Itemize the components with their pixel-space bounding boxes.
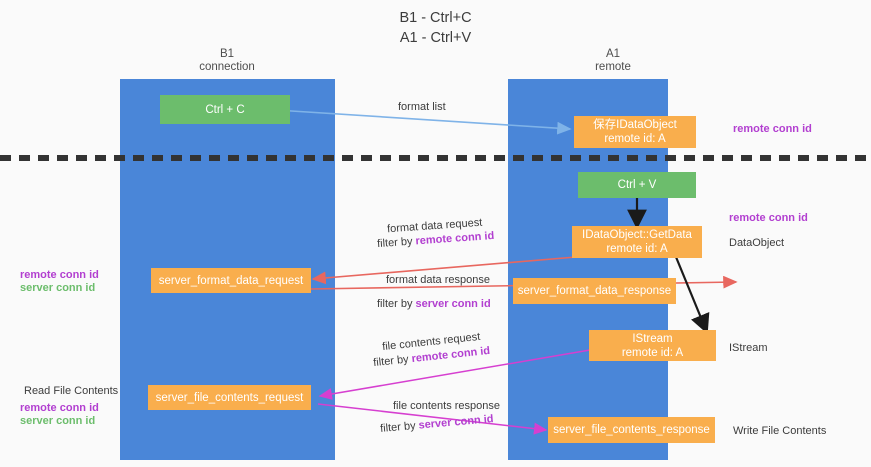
- filter-prefix-1: filter by: [376, 235, 416, 251]
- column-header-a1-subtitle: remote: [595, 61, 631, 73]
- annotation-left-server-conn-id-bottom: server conn id: [20, 415, 96, 427]
- box-ctrl-v-line1: Ctrl + V: [617, 179, 657, 191]
- annotation-left-remote-conn-id-mid: remote conn id: [20, 269, 99, 281]
- diagram-title-line-2: A1 - Ctrl+V: [399, 30, 472, 46]
- annotation-left-server-conn-id-mid: server conn id: [20, 282, 96, 294]
- box-ctrl-c-line1: Ctrl + C: [205, 103, 245, 116]
- box-save-idataobject-line1: 保存IDataObject: [593, 119, 677, 131]
- box-istream-line2: remote id: A: [621, 346, 684, 359]
- annotation-left-read-file-contents: Read File Contents: [24, 385, 119, 397]
- box-server-format-data-request-label: server_format_data_request: [158, 274, 304, 287]
- box-server-format-data-request[interactable]: server_format_data_request: [151, 268, 311, 293]
- column-header-a1-title: A1: [605, 48, 621, 60]
- box-save-idataobject[interactable]: 保存IDataObject remote id: A: [574, 116, 696, 148]
- box-idataobject-getdata-line1: IDataObject::GetData: [582, 229, 692, 241]
- edge-label-file-contents-response: file contents response: [393, 400, 501, 412]
- annotation-right-remote-conn-id-mid: remote conn id: [729, 212, 808, 224]
- annotation-right-remote-conn-id-top: remote conn id: [733, 123, 812, 135]
- box-ctrl-v[interactable]: Ctrl + V: [578, 172, 696, 198]
- edge-label-format-data-response-filter: filter by server conn id: [377, 297, 491, 311]
- box-server-format-data-response-label: server_format_data_response: [517, 285, 672, 297]
- column-header-b1-title: B1: [219, 48, 235, 60]
- box-istream[interactable]: IStream remote id: A: [589, 330, 716, 361]
- phase-divider: [0, 155, 871, 161]
- annotation-right-dataobject: DataObject: [729, 237, 785, 249]
- filter-prefix-2: filter by: [377, 298, 416, 310]
- box-ctrl-c[interactable]: Ctrl + C: [160, 95, 290, 124]
- column-header-b1: B1 connection: [152, 48, 302, 74]
- filter-key-server-conn-id-2: server conn id: [418, 413, 495, 432]
- box-server-file-contents-request[interactable]: server_file_contents_request: [148, 385, 311, 410]
- box-server-file-contents-response[interactable]: server_file_contents_response: [548, 417, 715, 443]
- filter-prefix-3: filter by: [372, 353, 413, 370]
- box-idataobject-getdata-line2: remote id: A: [606, 243, 668, 255]
- box-server-file-contents-request-label: server_file_contents_request: [155, 391, 304, 404]
- arrow-getdata-to-istream: [674, 256, 710, 335]
- filter-prefix-4: filter by: [379, 419, 420, 435]
- column-header-b1-subtitle: connection: [199, 61, 255, 73]
- filter-key-server-conn-id-1: server conn id: [415, 298, 491, 310]
- box-idataobject-getdata[interactable]: IDataObject::GetData remote id: A: [572, 226, 702, 258]
- edge-label-format-list: format list: [398, 101, 446, 113]
- box-server-file-contents-response-label: server_file_contents_response: [553, 424, 710, 436]
- edge-label-format-data-response: format data response: [386, 274, 490, 286]
- column-header-a1: A1 remote: [538, 48, 688, 74]
- annotation-right-write-file-contents: Write File Contents: [733, 425, 827, 437]
- box-save-idataobject-line2: remote id: A: [604, 133, 666, 145]
- diagram-title-line-1: B1 - Ctrl+C: [399, 10, 472, 26]
- annotation-left-remote-conn-id-bottom: remote conn id: [20, 402, 99, 414]
- box-istream-line1: IStream: [632, 332, 673, 345]
- diagram-title: B1 - Ctrl+C A1 - Ctrl+V: [0, 8, 871, 48]
- filter-key-remote-conn-id-1: remote conn id: [415, 229, 495, 248]
- box-server-format-data-response[interactable]: server_format_data_response: [513, 278, 676, 304]
- edge-label-file-contents-response-filter: filter by server conn id: [380, 412, 495, 436]
- annotation-right-istream: IStream: [729, 342, 768, 354]
